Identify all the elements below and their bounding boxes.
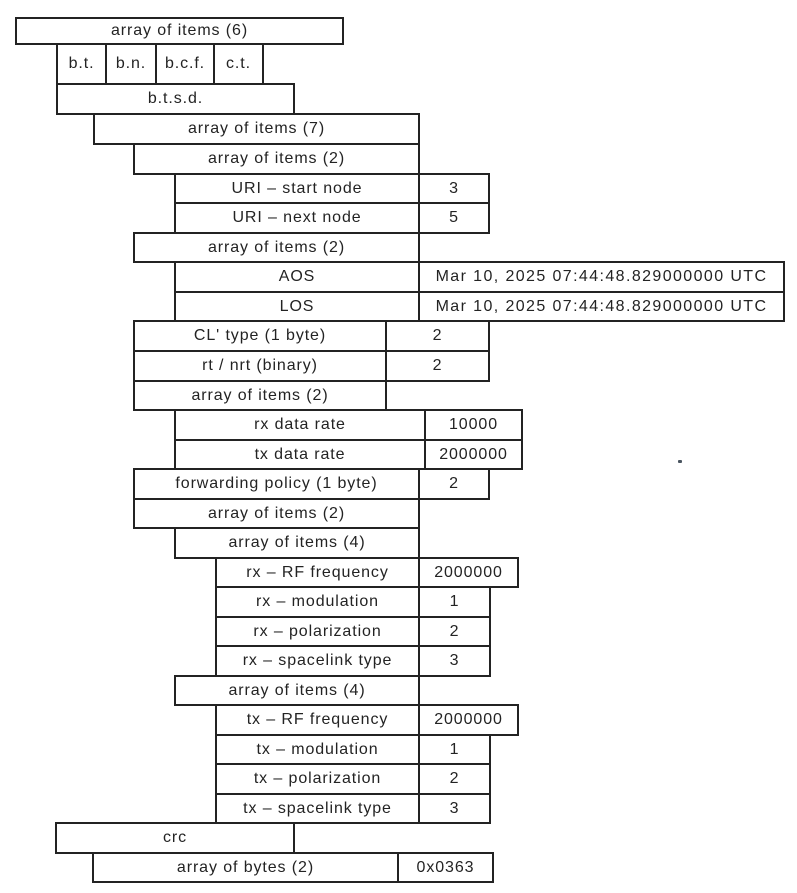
label-tx-rf-frequency: tx – RF frequency — [215, 704, 420, 736]
label-forwarding-policy: forwarding policy (1 byte) — [133, 468, 420, 500]
value-rx-data-rate: 10000 — [424, 409, 523, 441]
stray-mark — [678, 460, 682, 463]
label-array-of-bytes-2: array of bytes (2) — [92, 852, 399, 883]
label-rx-polarization: rx – polarization — [215, 616, 420, 647]
label-rt-nrt: rt / nrt (binary) — [133, 350, 387, 382]
label-array-of-items-2d: array of items (2) — [133, 498, 420, 529]
label-array-of-items-2a: array of items (2) — [133, 143, 420, 175]
cell-ct: c.t. — [213, 43, 264, 85]
label-tx-polarization: tx – polarization — [215, 763, 420, 795]
label-uri-next-node: URI – next node — [174, 202, 420, 234]
box-btsd: b.t.s.d. — [56, 83, 295, 115]
value-forwarding-policy: 2 — [418, 468, 490, 500]
value-los: Mar 10, 2025 07:44:48.829000000 UTC — [418, 291, 785, 322]
label-tx-data-rate: tx data rate — [174, 439, 426, 470]
label-rx-spacelink-type: rx – spacelink type — [215, 645, 420, 677]
label-tx-modulation: tx – modulation — [215, 734, 420, 765]
label-array-of-items-4tx: array of items (4) — [174, 675, 420, 706]
value-tx-data-rate: 2000000 — [424, 439, 523, 470]
value-aos: Mar 10, 2025 07:44:48.829000000 UTC — [418, 261, 785, 293]
box-array-of-items-6: array of items (6) — [15, 17, 344, 45]
value-rx-spacelink-type: 3 — [418, 645, 491, 677]
value-tx-polarization: 2 — [418, 763, 491, 795]
value-rx-rf-frequency: 2000000 — [418, 557, 519, 588]
label-tx-spacelink-type: tx – spacelink type — [215, 793, 420, 824]
label-array-of-items-7: array of items (7) — [93, 113, 420, 145]
value-tx-modulation: 1 — [418, 734, 491, 765]
value-tx-spacelink-type: 3 — [418, 793, 491, 824]
label-array-of-items-2c: array of items (2) — [133, 380, 387, 411]
label-array-of-items-2b: array of items (2) — [133, 232, 420, 263]
label-los: LOS — [174, 291, 420, 322]
value-tx-rf-frequency: 2000000 — [418, 704, 519, 736]
value-cl-type: 2 — [385, 320, 490, 352]
label-aos: AOS — [174, 261, 420, 293]
value-rt-nrt: 2 — [385, 350, 490, 382]
label-rx-rf-frequency: rx – RF frequency — [215, 557, 420, 588]
label-rx-data-rate: rx data rate — [174, 409, 426, 441]
cell-bt: b.t. — [56, 43, 107, 85]
label-array-of-items-4rx: array of items (4) — [174, 527, 420, 559]
value-rx-modulation: 1 — [418, 586, 491, 618]
cell-bcf: b.c.f. — [155, 43, 215, 85]
label-cl-type: CL' type (1 byte) — [133, 320, 387, 352]
label-rx-modulation: rx – modulation — [215, 586, 420, 618]
value-uri-next-node: 5 — [418, 202, 490, 234]
value-rx-polarization: 2 — [418, 616, 491, 647]
label-crc: crc — [55, 822, 295, 854]
value-uri-start-node: 3 — [418, 173, 490, 204]
label-uri-start-node: URI – start node — [174, 173, 420, 204]
value-array-of-bytes-2: 0x0363 — [397, 852, 494, 883]
cell-bn: b.n. — [105, 43, 157, 85]
